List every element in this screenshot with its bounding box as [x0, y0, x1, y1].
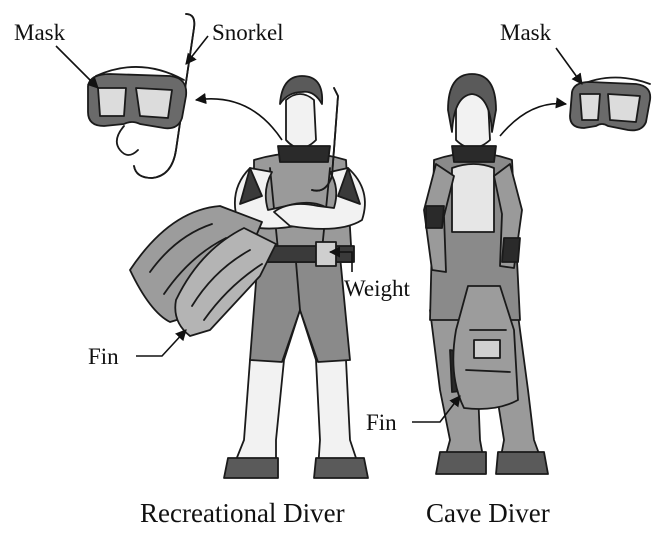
snorkel-mask-illustration: [88, 14, 194, 178]
fin-label-left: Fin: [88, 344, 119, 369]
mask-detail-arrow-right: [500, 104, 566, 136]
cave-diver-caption: Cave Diver: [426, 498, 550, 528]
cave-mask-illustration: [570, 77, 650, 130]
fin-label-right: Fin: [366, 410, 397, 435]
weight-label: Weight: [344, 276, 410, 301]
mask-leader-left: [56, 46, 98, 88]
recreational-diver-caption: Recreational Diver: [140, 498, 345, 528]
fin-leader-left: [136, 330, 186, 356]
mask-leader-right: [556, 48, 582, 84]
snorkel-leader: [186, 36, 208, 64]
mask-label-right: Mask: [500, 20, 552, 45]
mask-label-left: Mask: [14, 20, 66, 45]
cave-diver-figure: [424, 74, 548, 474]
mask-detail-arrow-left: [196, 99, 282, 140]
snorkel-label: Snorkel: [212, 20, 284, 45]
